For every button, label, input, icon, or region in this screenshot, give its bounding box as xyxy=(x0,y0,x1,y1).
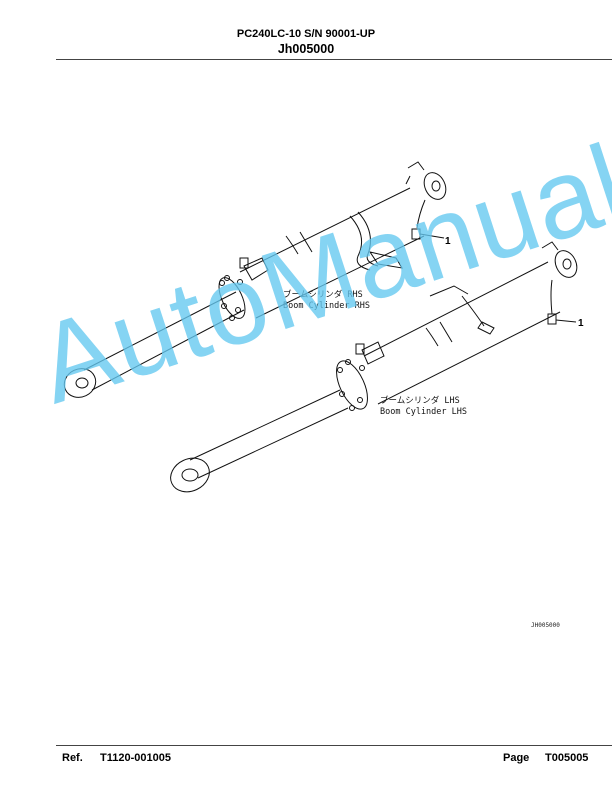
callout-1-lhs: 1 xyxy=(578,318,584,329)
caption-rhs-en: Boom Cylinder RHS xyxy=(283,301,370,311)
caption-rhs-jp: ブームシリンダ RHS xyxy=(283,290,363,300)
caption-lhs-en: Boom Cylinder LHS xyxy=(380,407,467,417)
top-rule xyxy=(56,59,612,60)
bottom-rule xyxy=(56,745,612,746)
callout-1-rhs: 1 xyxy=(445,236,451,247)
caption-lhs-jp: ブームシリンダ LHS xyxy=(380,396,460,406)
header-model: PC240LC-10 S/N 90001-UP xyxy=(236,28,376,40)
drawing-number: JH005000 xyxy=(531,622,560,629)
page-value: T005005 xyxy=(545,752,589,764)
rhs-cylinder xyxy=(63,161,447,398)
boom-cylinder-illustration xyxy=(63,161,578,493)
page-label: Page xyxy=(503,752,530,764)
caption-rhs: ブームシリンダ RHS Boom Cylinder RHS xyxy=(283,290,370,312)
ref-label: Ref. xyxy=(62,752,83,764)
header-code: Jh005000 xyxy=(277,42,335,56)
ref-value: T1120-001005 xyxy=(100,752,171,764)
lhs-cylinder xyxy=(170,241,578,493)
caption-lhs: ブームシリンダ LHS Boom Cylinder LHS xyxy=(380,396,467,418)
